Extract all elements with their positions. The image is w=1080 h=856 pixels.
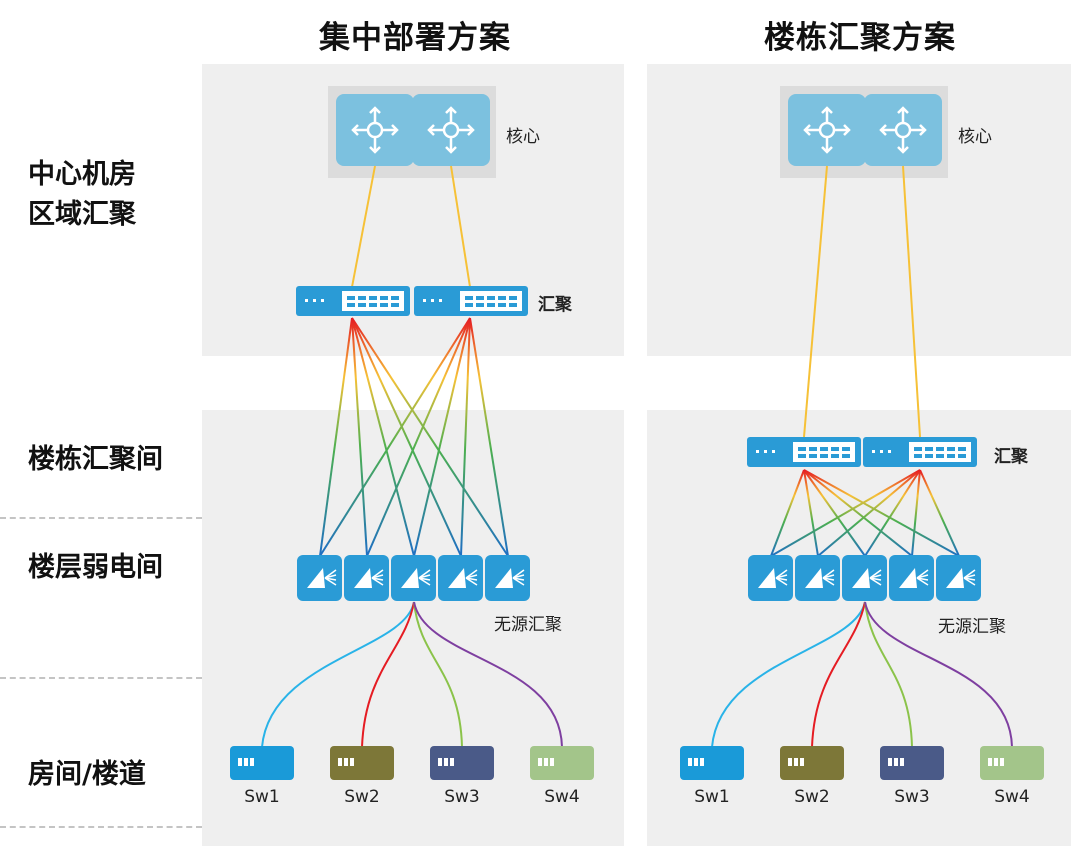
cable-sw3 [864,601,913,748]
switch-label-sw3: Sw3 [444,787,480,807]
optical-splitter-group [748,555,981,601]
access-switch-icon [980,746,1044,780]
access-switch-icon [530,746,594,780]
optical-splitter-group [297,555,530,601]
cable-sw1 [711,601,866,748]
row-label-center-line2: 区域汇聚 [28,199,136,230]
router-icon [788,94,866,166]
access-switch-icon [430,746,494,780]
row-divider-1 [0,517,202,519]
row-label-building: 楼栋汇聚间 [28,444,163,475]
cable-sw2 [361,601,415,748]
access-switch-icon [330,746,394,780]
aggregation-fan-links [319,317,509,557]
optical-splitter-icon [748,555,793,601]
switch-label-sw4: Sw4 [544,787,580,807]
aggregation-label: 汇聚 [994,447,1028,467]
optical-splitter-icon [297,555,342,601]
router-icon [412,94,490,166]
switch-icon [863,437,977,467]
row-label-floor: 楼层弱电间 [28,552,163,583]
switch-label-sw1: Sw1 [694,787,730,807]
cable-sw3 [413,601,463,748]
row-label-room: 房间/楼道 [28,759,146,790]
access-switch-icon [680,746,744,780]
core-label: 核心 [506,127,540,147]
aggregation-label: 汇聚 [538,295,572,315]
row-label-center-line1: 中心机房 [28,159,136,190]
uplink-line [803,165,828,438]
optical-splitter-icon [344,555,389,601]
router-icon [336,94,414,166]
aggregation-fan-links [770,469,960,557]
uplink-line [351,165,376,288]
cable-sw4 [413,601,563,748]
switch-label-sw2: Sw2 [794,787,830,807]
cable-sw2 [811,601,866,748]
optical-splitter-icon [391,555,436,601]
row-label-center: 中心机房 区域汇聚 [28,155,136,235]
access-switch-icon [780,746,844,780]
switch-icon [296,286,410,316]
passive-aggregation-label: 无源汇聚 [494,615,562,635]
uplink-line [450,165,471,288]
cable-sw1 [261,601,415,748]
optical-splitter-icon [438,555,483,601]
cable-sw4 [864,601,1013,748]
switch-label-sw4: Sw4 [994,787,1030,807]
optical-splitter-icon [889,555,934,601]
optical-splitter-icon [795,555,840,601]
scheme-title-building: 楼栋汇聚方案 [764,20,956,56]
switch-icon [747,437,861,467]
scheme-title-centralized: 集中部署方案 [319,20,511,56]
router-icon [864,94,942,166]
row-divider-3 [0,826,202,828]
switch-label-sw3: Sw3 [894,787,930,807]
core-label: 核心 [958,127,992,147]
access-switch-icon [230,746,294,780]
switch-icon [414,286,528,316]
switch-label-sw1: Sw1 [244,787,280,807]
switch-label-sw2: Sw2 [344,787,380,807]
access-switch-icon [880,746,944,780]
optical-splitter-icon [842,555,887,601]
passive-aggregation-label: 无源汇聚 [938,617,1006,637]
uplink-line [902,165,921,438]
optical-splitter-icon [936,555,981,601]
optical-splitter-icon [485,555,530,601]
row-divider-2 [0,677,202,679]
